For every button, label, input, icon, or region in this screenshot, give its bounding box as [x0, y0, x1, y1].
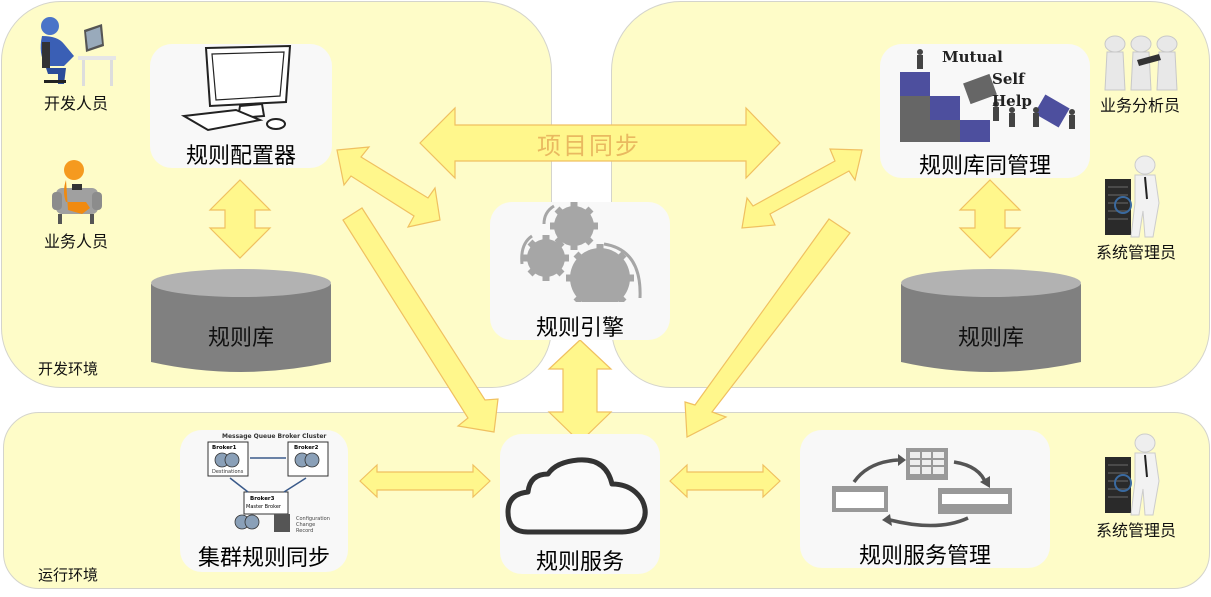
broker1-text: Broker1	[212, 445, 237, 451]
puzzle-icon: Mutual Self Help	[900, 48, 1075, 142]
rule-engine-card[interactable]: 规则引擎	[490, 202, 670, 341]
cluster-title: Message Queue Broker Cluster	[222, 433, 326, 440]
rule-service-label: 规则服务	[535, 550, 624, 575]
business-user-label: 业务人员	[43, 232, 108, 251]
broker3-text: Broker3	[250, 496, 275, 502]
business-analyst-role: 业务分析员	[1090, 34, 1190, 116]
master-broker-text: Master Broker	[246, 504, 282, 510]
sysadmin-server-icon	[1105, 155, 1160, 238]
business-analyst-label: 业务分析员	[1099, 96, 1180, 115]
developer-role: 开发人员	[28, 14, 124, 114]
broker2-text: Broker2	[294, 445, 319, 451]
development-environment-label: 开发环境	[38, 360, 99, 378]
database-icon	[901, 269, 1081, 372]
puzzle-text-mutual: Mutual	[942, 48, 1003, 66]
cloud-icon	[505, 457, 648, 535]
sysadmin-server-icon	[1105, 433, 1160, 516]
rule-repository-left-label: 规则库	[207, 326, 274, 351]
business-user-icon	[52, 160, 102, 224]
rule-repo-management-card[interactable]: Mutual Self Help 规则库同管理	[880, 44, 1090, 179]
rule-repository-right-label: 规则库	[957, 326, 1024, 351]
rule-engine-label: 规则引擎	[535, 316, 624, 341]
rule-repo-management-label: 规则库同管理	[918, 154, 1051, 179]
computer-icon	[180, 44, 292, 132]
destinations-text: Destinations	[212, 469, 244, 475]
runtime-environment-label: 运行环境	[38, 566, 99, 584]
developer-label: 开发人员	[43, 94, 108, 113]
cluster-sync-label: 集群规则同步	[197, 546, 330, 571]
business-user-role: 业务人员	[28, 158, 124, 252]
rule-repository-right[interactable]: 规则库	[900, 266, 1082, 378]
rule-configurator-label: 规则配置器	[185, 144, 296, 169]
cluster-sync-card[interactable]: Message Queue Broker Cluster Broker1 Des…	[180, 430, 348, 572]
developer-icon	[40, 17, 116, 86]
database-icon	[151, 269, 331, 372]
rule-service-card[interactable]: 规则服务	[500, 434, 660, 575]
rule-service-management-label: 规则服务管理	[858, 544, 991, 569]
rule-configurator-card[interactable]: 规则配置器	[150, 44, 332, 169]
sysadmin-label-top: 系统管理员	[1095, 243, 1176, 262]
sysadmin-label-bottom: 系统管理员	[1095, 521, 1176, 540]
record-text: Record	[296, 528, 313, 534]
business-analyst-icon	[1104, 35, 1178, 91]
broker-cluster-icon: Message Queue Broker Cluster Broker1 Des…	[207, 433, 330, 534]
service-cycle-icon	[832, 448, 1012, 528]
config-text: Configuration	[296, 516, 330, 522]
gears-icon	[520, 202, 642, 302]
sysadmin-role-bottom: 系统管理员	[1083, 433, 1189, 541]
rule-service-management-card[interactable]: 规则服务管理	[800, 430, 1050, 569]
project-sync-label: 项目同步	[537, 132, 641, 160]
change-text: Change	[296, 522, 315, 528]
puzzle-text-self: Self	[992, 70, 1026, 88]
puzzle-text-help: Help	[992, 92, 1032, 110]
rule-repository-left[interactable]: 规则库	[150, 266, 332, 378]
sysadmin-role-top: 系统管理员	[1083, 155, 1189, 263]
